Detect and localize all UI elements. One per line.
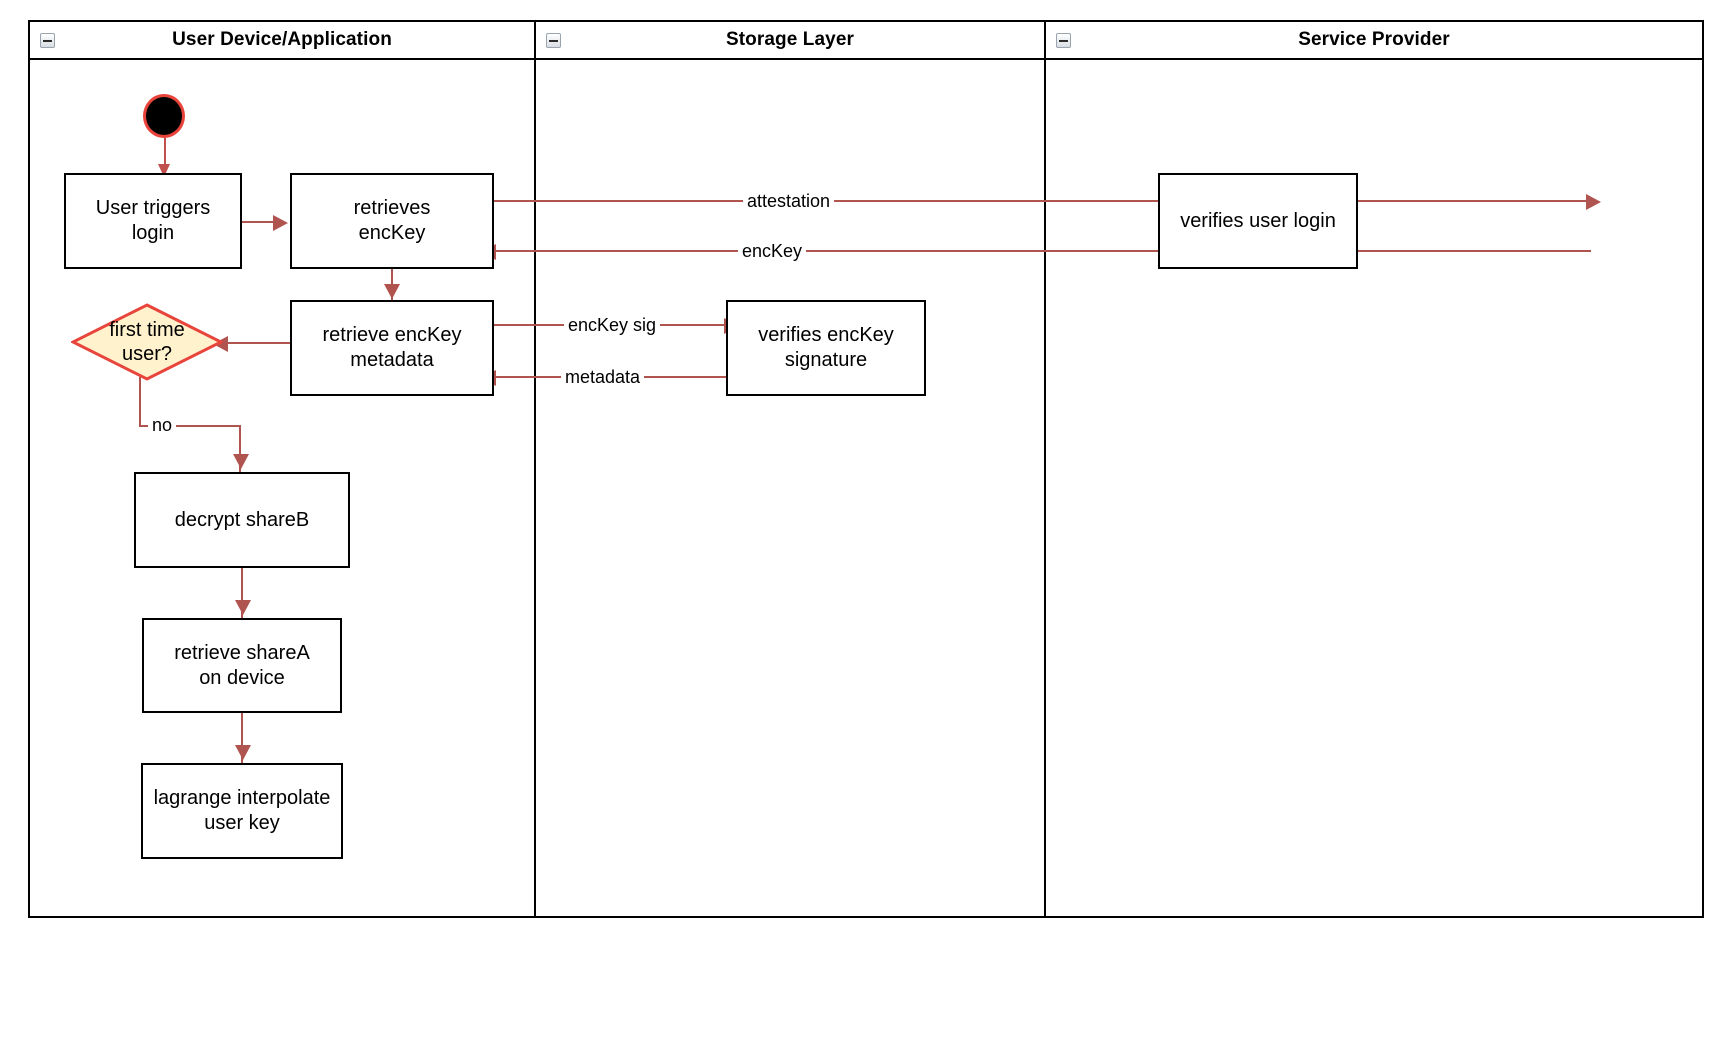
node-label-line1: retrieves xyxy=(353,197,431,219)
node-label: decrypt shareB xyxy=(174,508,310,531)
node-label-line2: encKey xyxy=(358,222,426,244)
decision-label: first time user? xyxy=(71,303,223,381)
edge-shareb-to-sharea-arrowhead xyxy=(235,600,251,615)
edge-enckey-line xyxy=(496,250,1591,252)
lane-header-storage[interactable]: Storage Layer xyxy=(536,22,1044,60)
edge-label-attestation: attestation xyxy=(743,191,835,211)
lane-title-user-device: User Device/Application xyxy=(172,29,392,50)
edge-attestation-arrowhead xyxy=(1586,194,1601,210)
edge-decision-no-horiz xyxy=(139,425,241,427)
lane-header-service-provider[interactable]: Service Provider xyxy=(1046,22,1702,60)
node-first-time-user[interactable]: first time user? xyxy=(71,303,223,381)
edge-login-to-retrieves-arrowhead xyxy=(273,215,288,231)
node-label-line1: retrieve shareA xyxy=(174,641,310,664)
edge-decision-no-vert1 xyxy=(139,377,141,427)
edge-label-enckey: encKey xyxy=(738,241,807,261)
lane-title-storage: Storage Layer xyxy=(725,29,855,50)
edge-sharea-to-lagrange-arrowhead xyxy=(235,745,251,760)
collapse-minus-icon[interactable] xyxy=(40,33,55,48)
node-label: User triggers login xyxy=(95,197,211,244)
node-lagrange-interpolate-user-key[interactable]: lagrange interpolate user key xyxy=(141,763,343,859)
node-label: verifies user login xyxy=(1180,209,1336,232)
node-retrieve-sharea-on-device[interactable]: retrieve shareA on device xyxy=(142,618,342,713)
edge-label-no: no xyxy=(148,415,177,435)
start-node[interactable] xyxy=(143,94,185,138)
node-label-line1: verifies encKey xyxy=(758,324,894,346)
node-verifies-user-login[interactable]: verifies user login xyxy=(1158,173,1358,269)
swimlane-pool: User Device/Application Storage Layer Se… xyxy=(28,20,1704,918)
lane-divider-1 xyxy=(534,22,536,916)
decision-label-line1: first time xyxy=(109,319,185,341)
node-retrieves-enckey[interactable]: retrieves encKey xyxy=(290,173,494,269)
lane-title-service-provider: Service Provider xyxy=(1298,29,1450,50)
edge-login-to-retrieves-line xyxy=(242,221,276,223)
edge-attestation-line xyxy=(494,200,1589,202)
collapse-minus-icon[interactable] xyxy=(546,33,561,48)
lane-divider-2 xyxy=(1044,22,1046,916)
edge-decision-no-arrowhead xyxy=(233,454,249,469)
edge-retrieves-to-metadata-arrowhead xyxy=(384,284,400,299)
edge-label-metadata: metadata xyxy=(561,367,645,387)
node-verifies-enckey-signature[interactable]: verifies encKey signature xyxy=(726,300,926,396)
edge-shareb-to-sharea-line xyxy=(241,567,243,619)
node-retrieve-enckey-metadata[interactable]: retrieve encKey metadata xyxy=(290,300,494,396)
node-label-line2: on device xyxy=(199,666,285,689)
edge-start-to-login-line xyxy=(164,134,166,177)
node-label-line2: user key xyxy=(204,812,280,834)
node-label-line2: metadata xyxy=(350,349,434,371)
node-label-line2: signature xyxy=(784,349,868,371)
decision-label-line2: user? xyxy=(121,343,173,365)
node-decrypt-shareb[interactable]: decrypt shareB xyxy=(134,472,350,568)
decision-diamond-shape xyxy=(71,303,223,381)
edge-metadata-to-decision-line xyxy=(226,342,292,344)
node-user-triggers-login[interactable]: User triggers login xyxy=(64,173,242,269)
node-label-line1: retrieve encKey xyxy=(322,324,462,346)
node-label-line1: lagrange interpolate xyxy=(153,787,331,809)
edge-decision-no-vert2 xyxy=(239,425,241,473)
lane-header-user-device[interactable]: User Device/Application xyxy=(30,22,534,60)
edge-label-enckey-sig: encKey sig xyxy=(564,315,661,335)
collapse-minus-icon[interactable] xyxy=(1056,33,1071,48)
edge-sharea-to-lagrange-line xyxy=(241,712,243,764)
